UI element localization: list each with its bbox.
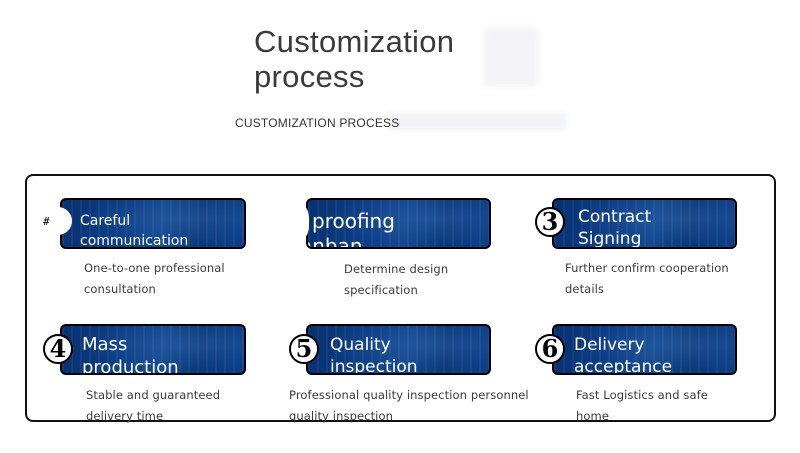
step-3-banner[interactable]: Contract Signing	[552, 198, 737, 249]
step-1-desc-line-1: One-to-one professional	[84, 261, 225, 275]
step-6-title-line-1: Delivery	[574, 335, 645, 355]
step-5-banner[interactable]: Quality inspection	[306, 324, 491, 375]
step-2-title-line-1: proofing	[312, 209, 395, 233]
step-3-desc-line-1: Further confirm cooperation	[565, 261, 729, 275]
title-line-1: Customization	[254, 24, 455, 59]
step-4-desc-line-2: delivery time	[86, 409, 164, 423]
step-4-number: 4	[43, 334, 73, 364]
step-5-title-line-1: Quality	[330, 335, 391, 355]
step-1-description: One-to-one professional consultation	[84, 258, 225, 300]
step-3-number: 3	[535, 207, 565, 237]
step-6-desc-line-1: Fast Logistics and safe	[576, 388, 708, 402]
step-5-number: 5	[289, 334, 319, 364]
step-1-title-line-2: communication	[80, 233, 189, 249]
page-title: Customization process	[254, 24, 584, 94]
step-2-title-line-2: anban	[306, 234, 363, 249]
step-6-title-line-2: acceptance	[574, 357, 673, 375]
step-1-title-line-1: Careful	[80, 213, 131, 229]
step-6-number: 6	[535, 334, 565, 364]
step-3-title-line-1: Contract	[578, 207, 652, 227]
subtitle-watermark-blur	[388, 113, 566, 131]
step-6-desc-line-2: home	[576, 409, 610, 423]
step-2-desc-line-1: Determine design	[344, 262, 449, 276]
step-2-banner[interactable]: proofing anban	[306, 198, 491, 249]
step-4-desc-line-1: Stable and guaranteed	[86, 388, 221, 402]
step-2-number-badge	[291, 205, 309, 239]
step-5-description: Professional quality inspection personne…	[289, 385, 529, 427]
step-3-description: Further confirm cooperation details	[565, 258, 729, 300]
step-1-number-badge	[44, 207, 72, 235]
title-line-2: process	[254, 59, 365, 94]
step-3-title-line-2: Signing	[578, 229, 642, 249]
step-4-banner[interactable]: Mass production	[60, 324, 246, 375]
step-5-desc-line-1: Professional quality inspection personne…	[289, 388, 529, 402]
title-watermark-blur	[484, 28, 539, 86]
step-2-desc-line-2: specification	[344, 283, 418, 297]
step-5-desc-line-2: quality inspection	[289, 409, 393, 423]
step-4-title-line-1: Mass	[82, 334, 128, 355]
step-2-description: Determine design specification	[344, 259, 448, 301]
step-4-title-line-2: production	[82, 357, 179, 375]
step-1-number: #	[43, 215, 50, 228]
step-6-banner[interactable]: Delivery acceptance	[552, 324, 737, 375]
step-4-description: Stable and guaranteed delivery time	[86, 385, 220, 427]
step-1-desc-line-2: consultation	[84, 282, 156, 296]
step-3-desc-line-2: details	[565, 282, 605, 296]
page-subtitle: CUSTOMIZATION PROCESS	[235, 116, 400, 130]
step-6-description: Fast Logistics and safe home	[576, 385, 708, 427]
step-5-title-line-2: inspection	[330, 357, 418, 375]
step-1-banner[interactable]: Careful communication	[60, 198, 246, 249]
